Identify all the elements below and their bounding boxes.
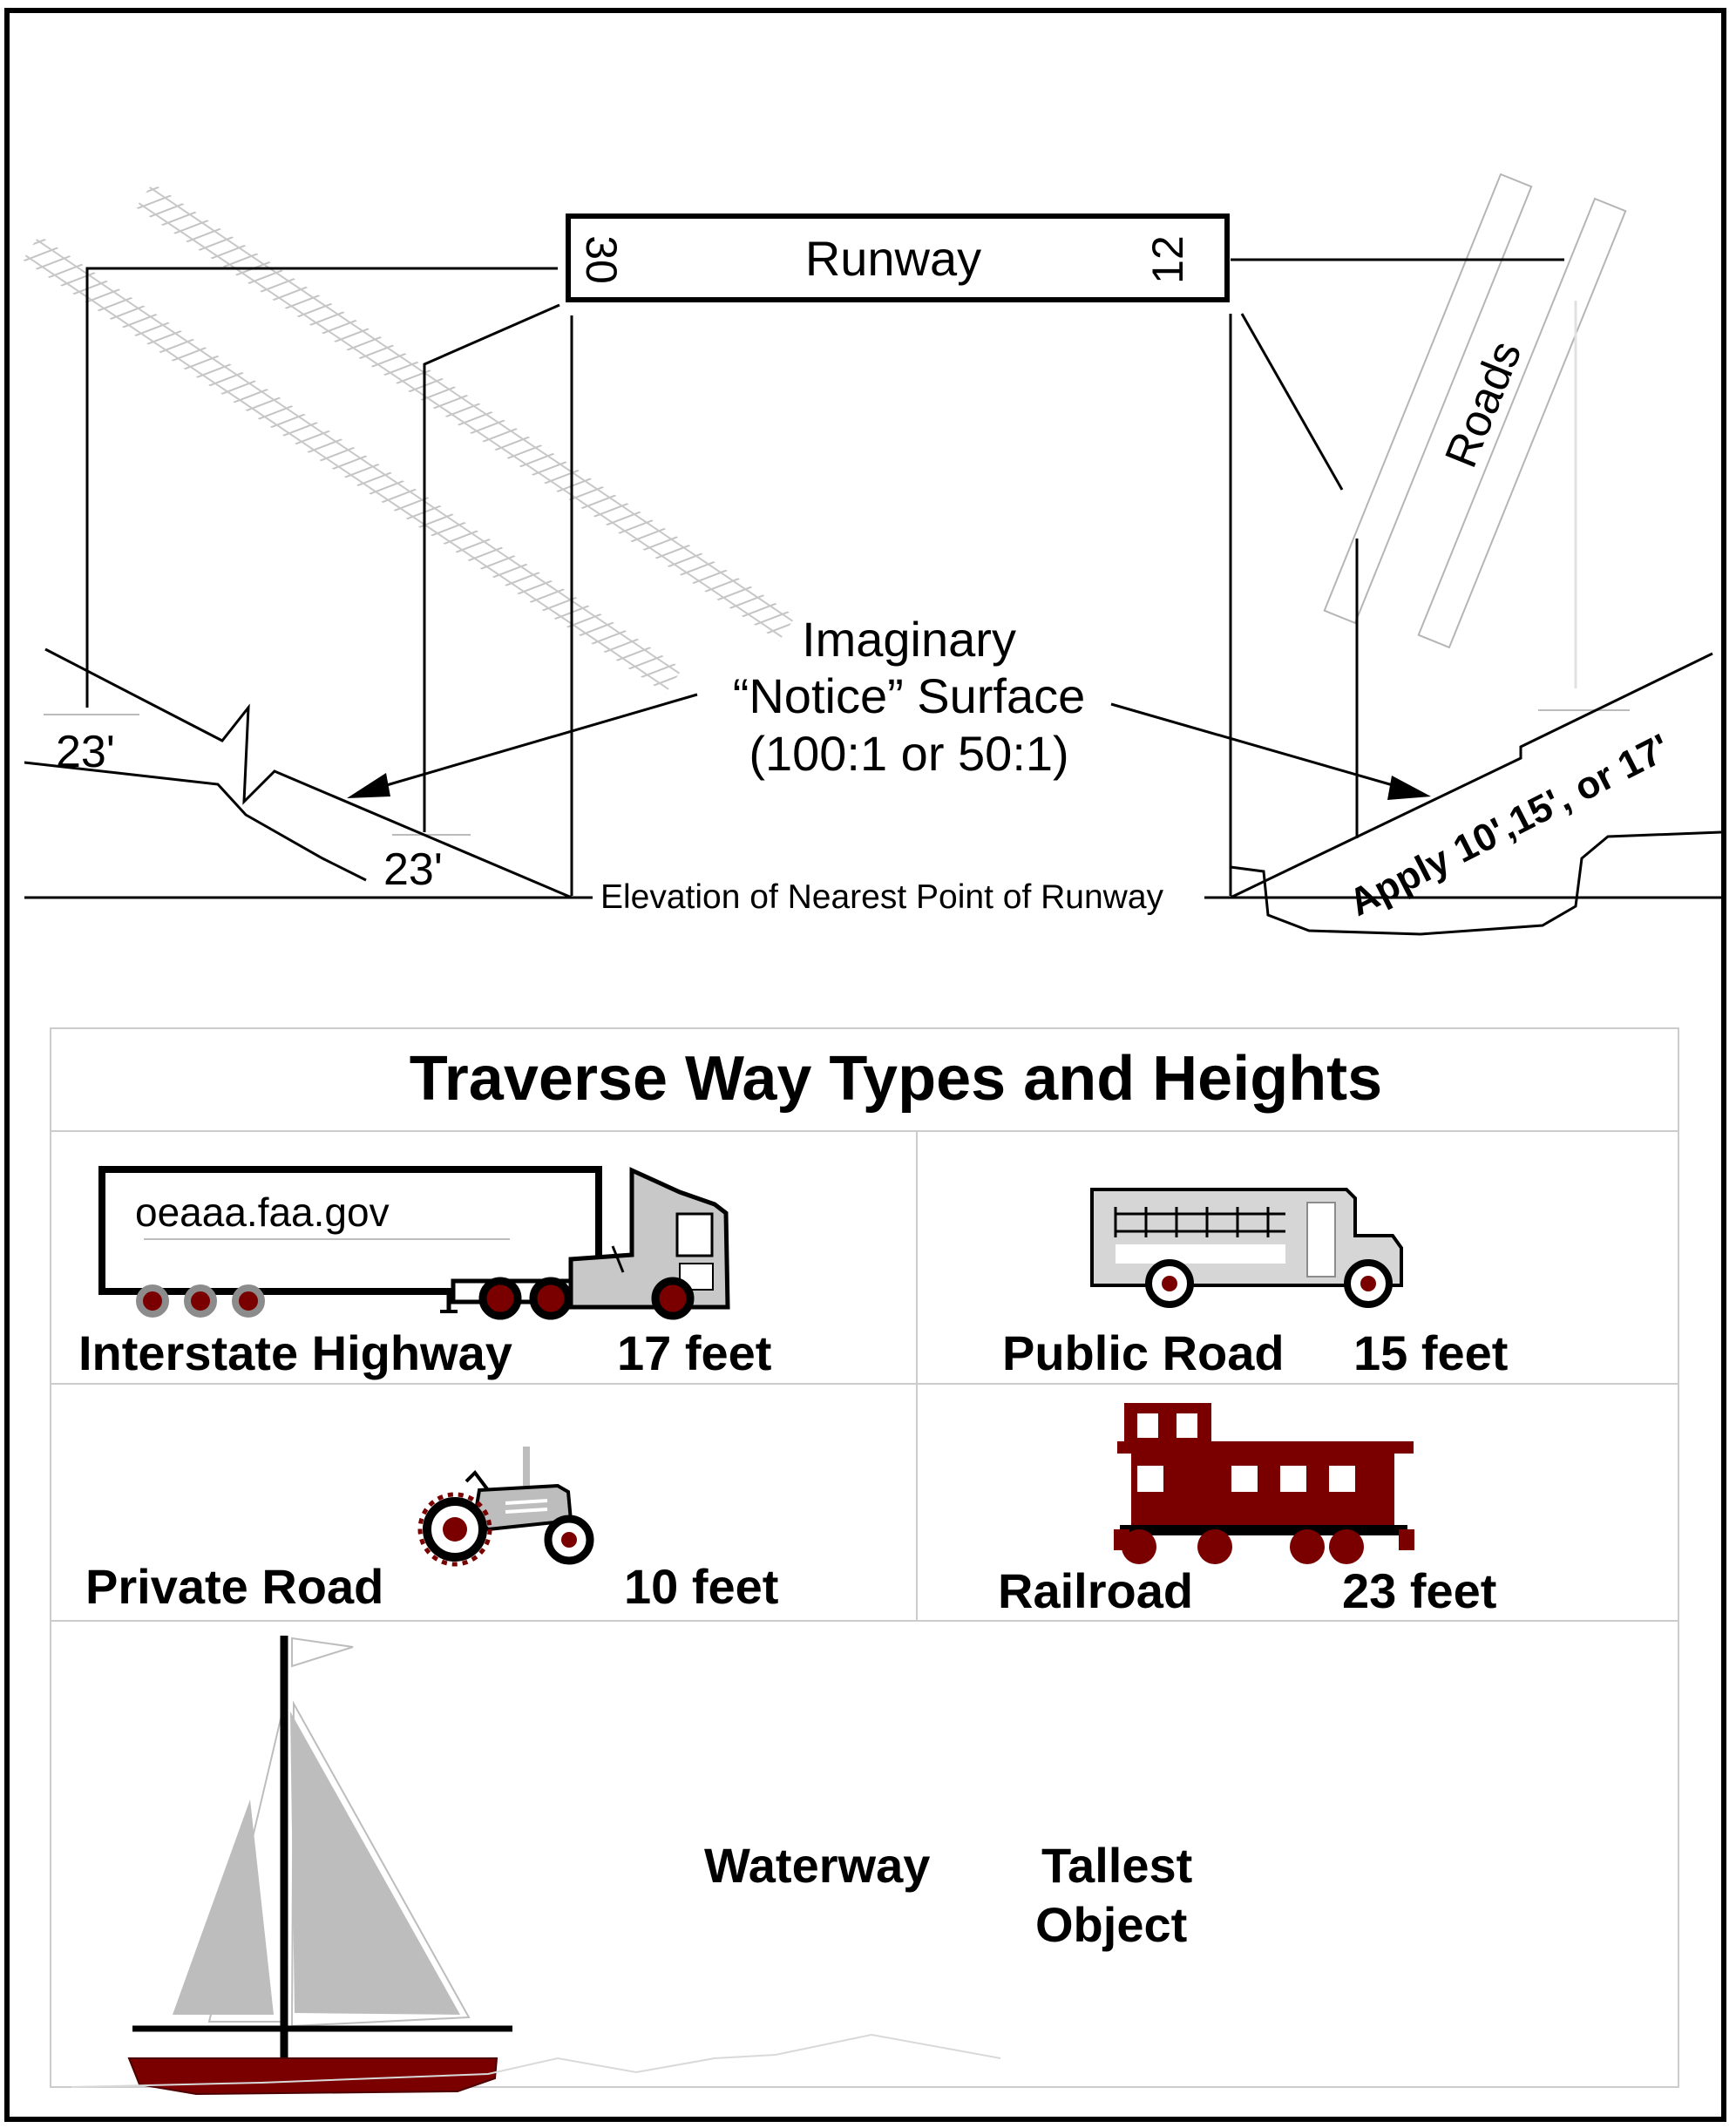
elevation-label: Elevation of Nearest Point of Runway	[600, 878, 1164, 916]
tick-marks	[44, 709, 1630, 836]
tractor-icon	[417, 1447, 594, 1567]
truck-sign-text: oeaaa.faa.gov	[135, 1189, 390, 1235]
semi-truck-icon: oeaaa.faa.gov	[98, 1166, 730, 1320]
row-type-private-road: Private Road	[85, 1559, 383, 1614]
row-height-private-road: 10 feet	[624, 1559, 778, 1614]
notice-surface-line3: (100:1 or 50:1)	[749, 726, 1068, 781]
row-height-waterway-line1: Tallest	[1041, 1838, 1192, 1893]
row-height-interstate-highway: 17 feet	[617, 1325, 771, 1380]
roads: Roads	[1323, 173, 1627, 649]
runway-rect	[566, 213, 1230, 302]
traverse-way-table: Traverse Way Types and Heights oeaaa.faa…	[50, 1027, 1679, 2096]
caboose-icon	[1114, 1403, 1414, 1564]
notice-surface-line1: Imaginary	[802, 612, 1016, 667]
row-height-waterway-line2: Object	[1035, 1897, 1187, 1952]
notice-surface-line2: “Notice” Surface	[733, 668, 1086, 723]
runway-label: Runway	[805, 231, 981, 286]
bus-icon	[1090, 1188, 1403, 1308]
runway: Runway 30 12	[566, 213, 1230, 302]
row-type-interstate-highway: Interstate Highway	[78, 1325, 512, 1380]
row-type-railroad: Railroad	[998, 1563, 1193, 1618]
runway-end-12: 12	[1143, 235, 1192, 284]
arrowhead-left	[347, 773, 390, 798]
railroad-height-label-left: 23'	[56, 727, 115, 777]
surface-arrows	[347, 693, 1431, 800]
railroad-height-label-slope: 23'	[383, 844, 443, 895]
sailboat-icon	[71, 1636, 1001, 2096]
truck-wheels	[136, 1277, 695, 1320]
row-height-railroad: 23 feet	[1342, 1563, 1496, 1618]
row-height-public-road: 15 feet	[1353, 1325, 1508, 1380]
table-title: Traverse Way Types and Heights	[410, 1044, 1382, 1114]
runway-end-30: 30	[577, 235, 626, 284]
arrowhead-right	[1387, 776, 1431, 800]
railroad-tracks	[22, 183, 796, 694]
row-type-waterway: Waterway	[704, 1838, 930, 1893]
row-type-public-road: Public Road	[1002, 1325, 1285, 1380]
ground-profile	[24, 647, 1722, 936]
projection-lines	[85, 258, 1577, 896]
